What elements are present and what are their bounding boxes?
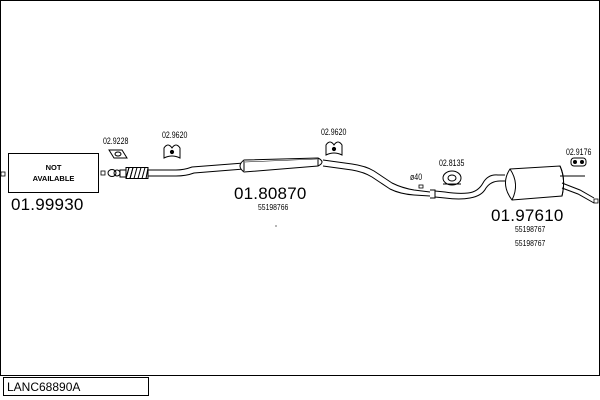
part-number-rear-muffler[interactable]: 01.97610 <box>491 206 564 225</box>
left-edge-marker <box>0 171 6 177</box>
not-available-box: NOT AVAILABLE <box>8 153 99 193</box>
kit-code: LANC68890A <box>7 379 81 394</box>
diameter-marker <box>418 184 424 189</box>
accessory-clamp-code[interactable]: 02.8135 <box>439 158 465 168</box>
accessory-hanger-3-code[interactable]: 02.9176 <box>566 147 592 157</box>
part-number-front-pipe[interactable]: 01.99930 <box>11 195 84 214</box>
rear-pipe <box>434 174 505 200</box>
right-edge-marker <box>593 198 599 204</box>
accessory-gasket-code[interactable]: 02.9228 <box>103 136 129 146</box>
front-connector-marker <box>100 170 106 176</box>
oem-number-middle: 55198766 <box>258 203 289 212</box>
stray-dot <box>275 225 277 227</box>
front-pipe <box>107 162 245 179</box>
middle-muffler <box>239 157 323 173</box>
accessory-hanger-1-code[interactable]: 02.9620 <box>162 130 188 140</box>
clamp-shape <box>442 170 462 186</box>
gasket-shape <box>108 149 128 159</box>
oem-number-rear-2: 55198767 <box>515 239 546 248</box>
hanger-shape-1 <box>163 144 181 159</box>
kit-code-box: LANC68890A <box>3 377 149 396</box>
not-available-line2: AVAILABLE <box>32 174 75 183</box>
oem-number-rear-1: 55198767 <box>515 225 546 234</box>
part-number-middle-muffler[interactable]: 01.80870 <box>234 184 307 203</box>
rear-muffler <box>505 165 595 204</box>
accessory-hanger-2-code[interactable]: 02.9620 <box>321 127 347 137</box>
mid-pipe <box>322 159 436 199</box>
diameter-label: ø40 <box>410 172 423 182</box>
hanger-shape-3 <box>570 157 587 167</box>
hanger-shape-2 <box>325 141 343 156</box>
not-available-line1: NOT <box>45 163 62 172</box>
